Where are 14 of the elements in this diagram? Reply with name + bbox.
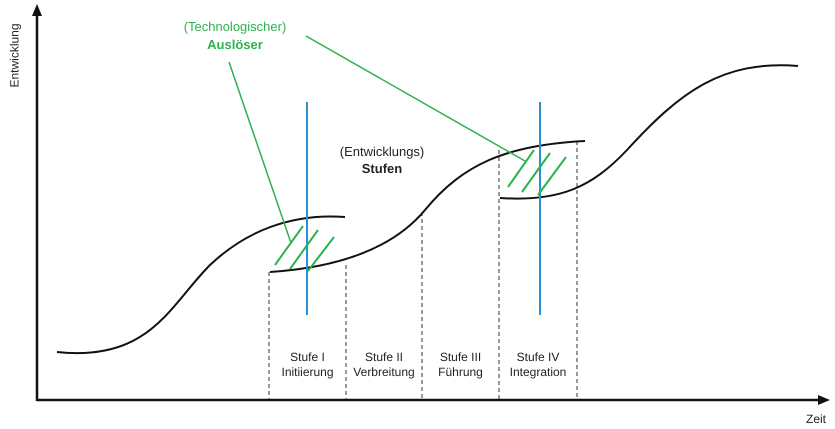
stage-label: Stufe III Führung — [437, 350, 484, 380]
leader-line — [306, 35, 526, 162]
stages-title: Stufen — [360, 161, 404, 176]
stage-label: Stufe II Verbreitung — [352, 350, 416, 380]
axis-label: Entwicklung — [8, 22, 22, 90]
hatch-mark — [274, 225, 335, 272]
axis-label: Zeit — [804, 412, 827, 427]
hatch-mark — [507, 149, 567, 196]
trigger-title: Auslöser — [206, 36, 264, 54]
stage-label: Stufe I Initiierung — [280, 350, 335, 380]
trigger-qualifier: (Technologischer) — [182, 18, 288, 36]
leader-line — [228, 62, 292, 244]
stage-label: Stufe IV Integration — [508, 350, 568, 380]
stages-qualifier: (Entwicklungs) — [338, 144, 426, 159]
